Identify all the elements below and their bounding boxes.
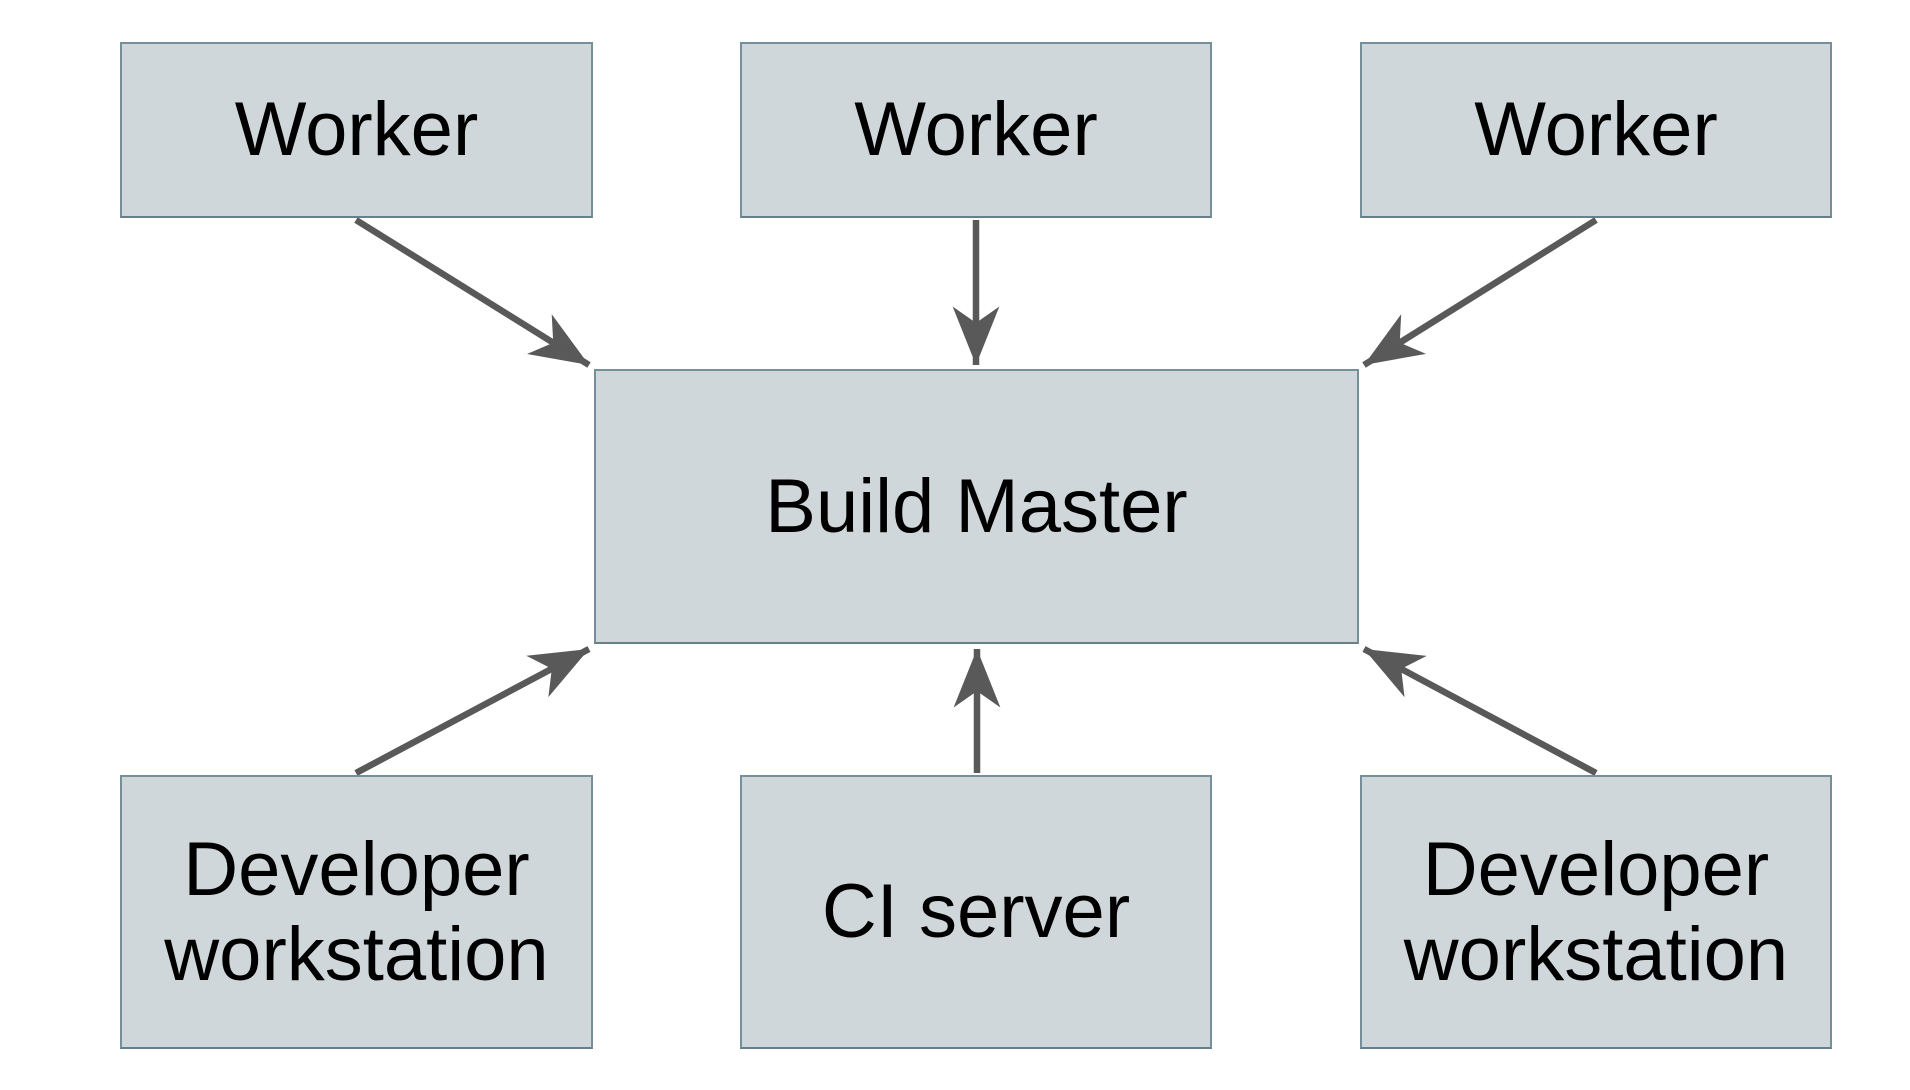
node-worker-1: Worker	[120, 42, 593, 218]
node-build-master: Build Master	[594, 369, 1359, 644]
node-developer-workstation-2: Developer workstation	[1360, 775, 1832, 1049]
node-worker-1-label: Worker	[234, 87, 479, 173]
node-worker-2: Worker	[740, 42, 1212, 218]
node-ci-server-label: CI server	[821, 869, 1131, 955]
edge-developer-workstation-2-to-build-master	[1362, 646, 1598, 776]
node-developer-workstation-1: Developer workstation	[120, 775, 593, 1049]
node-worker-3: Worker	[1360, 42, 1832, 218]
edge-worker-1-to-build-master	[354, 217, 591, 368]
node-developer-workstation-1-label: Developer workstation	[164, 826, 549, 997]
edge-developer-workstation-1-to-build-master	[354, 646, 591, 776]
edge-worker-3-to-build-master	[1362, 217, 1598, 368]
node-worker-2-label: Worker	[854, 87, 1098, 173]
node-build-master-label: Build Master	[765, 463, 1188, 549]
node-ci-server: CI server	[740, 775, 1212, 1049]
node-worker-3-label: Worker	[1474, 87, 1718, 173]
node-developer-workstation-2-label: Developer workstation	[1403, 826, 1789, 997]
